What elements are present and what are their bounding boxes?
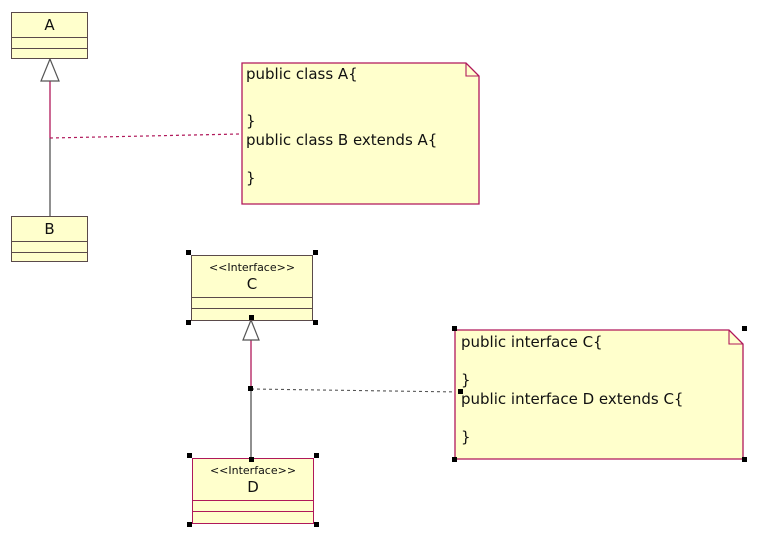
class-note-outline <box>241 62 480 205</box>
class-b-name-compartment: B <box>12 217 87 242</box>
class-b[interactable]: B <box>11 216 88 262</box>
interface-note-text: public interface C{}public interface D e… <box>461 333 683 447</box>
note-line <box>461 409 683 428</box>
selection-handle[interactable] <box>452 457 457 462</box>
class-a-name-compartment: A <box>12 13 87 38</box>
class-b-name: B <box>44 220 55 238</box>
interface-d-attributes <box>193 501 313 512</box>
selection-handle[interactable] <box>186 320 191 325</box>
interface-code-note[interactable]: public interface C{}public interface D e… <box>455 330 743 459</box>
note-line: } <box>246 112 256 130</box>
generalization-arrowhead-a <box>40 57 60 82</box>
selection-handle[interactable] <box>187 522 192 527</box>
interface-note-outline <box>454 329 744 460</box>
class-note-text: public class A{}public class B extends A… <box>246 65 437 188</box>
selection-handle[interactable] <box>249 315 254 320</box>
note-line: public class B extends A{ <box>246 131 438 149</box>
selection-handle[interactable] <box>313 250 318 255</box>
class-a-name: A <box>44 16 55 34</box>
selection-handle[interactable] <box>314 522 319 527</box>
selection-handle[interactable] <box>249 457 254 462</box>
interface-c-name-compartment: <<Interface>> C <box>192 256 312 298</box>
selection-handle[interactable] <box>314 453 319 458</box>
interface-c-name: C <box>246 275 258 293</box>
interface-d-operations <box>193 512 313 524</box>
selection-handle[interactable] <box>452 326 457 331</box>
interface-d-name: D <box>247 478 259 496</box>
note-anchor-interface[interactable] <box>250 388 461 393</box>
selection-handle[interactable] <box>313 320 318 325</box>
note-line: public interface C{ <box>461 333 603 351</box>
note-line <box>246 150 437 169</box>
class-code-note[interactable]: public class A{}public class B extends A… <box>242 63 479 204</box>
interface-c-attributes <box>192 298 312 309</box>
selection-handle[interactable] <box>186 250 191 255</box>
class-b-operations <box>12 253 87 263</box>
selection-handle[interactable] <box>742 326 747 331</box>
note-line: } <box>461 371 471 389</box>
class-note-fold <box>465 63 479 77</box>
note-line: } <box>461 428 471 446</box>
interface-d[interactable]: <<Interface>> D <box>192 458 314 524</box>
class-a[interactable]: A <box>11 12 88 59</box>
note-line: public class A{ <box>246 65 358 83</box>
class-a-operations <box>12 49 87 59</box>
note-line: public interface D extends C{ <box>461 390 684 408</box>
interface-c-stereotype: <<Interface>> <box>208 261 296 274</box>
class-a-attributes <box>12 38 87 49</box>
interface-note-fold <box>728 330 743 345</box>
selection-handle[interactable] <box>458 389 463 394</box>
class-b-attributes <box>12 242 87 253</box>
interface-c[interactable]: <<Interface>> C <box>191 255 313 321</box>
note-anchor-class[interactable] <box>49 133 241 139</box>
note-line <box>246 84 437 103</box>
selection-handle[interactable] <box>742 457 747 462</box>
note-line <box>461 352 683 371</box>
note-line: } <box>246 169 256 187</box>
generalization-arrowhead-c <box>242 318 260 341</box>
interface-d-name-compartment: <<Interface>> D <box>193 459 313 501</box>
selection-handle[interactable] <box>248 386 253 391</box>
interface-d-stereotype: <<Interface>> <box>209 464 297 477</box>
selection-handle[interactable] <box>187 453 192 458</box>
